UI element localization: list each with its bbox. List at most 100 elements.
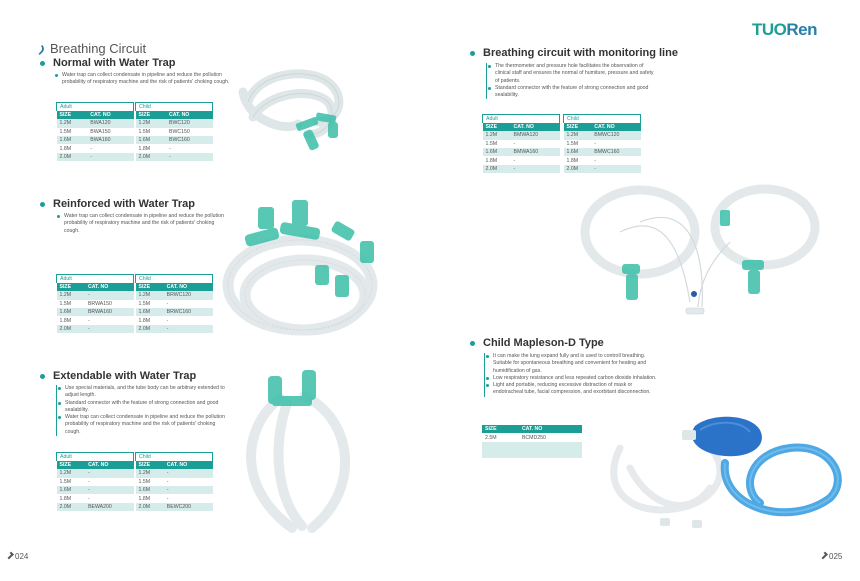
- cell-catno: -: [85, 477, 134, 487]
- table-caption: Child: [135, 451, 213, 461]
- cell-size: 1.8M: [482, 156, 511, 165]
- product-image-monitoring-circuit: [580, 184, 820, 315]
- table-row: [482, 441, 582, 458]
- column-header: CAT. NO: [163, 460, 213, 470]
- table-row: 1.6M-: [56, 486, 134, 495]
- cell-catno: BWA160: [87, 136, 134, 145]
- cell-size: 2.0M: [135, 502, 164, 512]
- cell-catno: -: [163, 486, 213, 495]
- brand-logo: TUORen: [752, 20, 818, 40]
- cell-size: 1.8M: [56, 316, 85, 325]
- bullet-dot-icon: [40, 201, 45, 207]
- cell-catno: BMWA120: [510, 131, 560, 140]
- bullet-item: Low respiratory resistance and less repe…: [485, 375, 660, 382]
- cell-size: 1.6M: [135, 136, 166, 145]
- bullet-item: Water trap can collect condensate in pip…: [57, 414, 232, 436]
- column-header: CAT. NO: [510, 122, 560, 132]
- cell-size: 2.0M: [56, 152, 88, 162]
- page-number-left: 024: [6, 551, 28, 561]
- cell-catno: -: [591, 156, 641, 165]
- cell-size: 1.8M: [56, 494, 86, 503]
- column-header: CAT. NO: [163, 282, 213, 292]
- section-bullets-mapleson: It can make the lung expand fully and is…: [484, 353, 660, 397]
- cell-size: 1.8M: [135, 494, 164, 503]
- section-title-text: Extendable with Water Trap: [53, 370, 197, 382]
- cell-size: 1.2M: [563, 131, 592, 140]
- table-row: 1.8M-: [135, 316, 213, 325]
- table-row: 1.8M-: [482, 156, 560, 165]
- cell-catno: BWA150: [87, 127, 134, 137]
- cell-catno: BMWC160: [591, 148, 641, 157]
- cell-catno: BRWA160: [84, 308, 134, 317]
- cell-size: 1.6M: [135, 308, 164, 317]
- table-row: 1.8M-: [56, 144, 134, 153]
- cell-size: 1.5M: [563, 139, 592, 149]
- cell-size: 1.5M: [135, 127, 166, 137]
- section-bullets-normal: Water trap can collect condensate in pip…: [54, 72, 232, 87]
- section-bullets-reinforced: Water trap can collect condensate in pip…: [56, 213, 228, 235]
- cell-size: 1.8M: [135, 144, 166, 153]
- cell-size: 2.5M: [482, 433, 519, 442]
- cell-size: 1.2M: [56, 291, 85, 300]
- bullet-item: Standard connector with the feature of s…: [57, 400, 232, 415]
- cell-size: 1.6M: [56, 308, 85, 317]
- cell-size: 1.2M: [135, 469, 164, 478]
- cell-catno: [518, 441, 582, 458]
- table-row: 1.8M-: [56, 316, 134, 325]
- cell-size: 1.5M: [135, 477, 164, 487]
- bullet-dot-icon: [470, 340, 475, 346]
- cell-catno: BRWC120: [163, 291, 213, 300]
- table-row: 1.5M-: [135, 477, 213, 487]
- cell-size: 1.5M: [482, 139, 511, 149]
- cell-size: 1.5M: [56, 477, 86, 487]
- section-title-mapleson: Child Mapleson-D Type: [470, 337, 604, 349]
- column-header: CAT. NO: [518, 425, 582, 434]
- product-image-extendable-circuit: [246, 370, 350, 533]
- table-caption: Child: [135, 273, 213, 283]
- cell-catno: -: [591, 139, 641, 149]
- column-header: SIZE: [56, 460, 86, 470]
- bullet-dot-icon: [40, 60, 45, 66]
- cell-catno: -: [85, 486, 134, 495]
- product-image-reinforced-circuit: [222, 200, 378, 336]
- table-row: 1.2M-: [135, 469, 213, 478]
- cell-catno: -: [163, 299, 213, 309]
- bullet-dot-icon: [40, 373, 45, 379]
- table-row: 1.2M-: [56, 291, 134, 300]
- cell-catno: BRWC160: [163, 308, 213, 317]
- bullet-dot-icon: [470, 50, 475, 56]
- table-row: 2.0M-: [135, 152, 213, 162]
- cell-catno: -: [163, 316, 213, 325]
- table-row: 2.0M-: [56, 324, 134, 334]
- cell-catno: -: [510, 156, 560, 165]
- cell-size: 2.0M: [56, 324, 85, 334]
- page-number-text: 025: [829, 552, 843, 561]
- bullet-item: The thermometer and pressure hole facili…: [487, 63, 656, 85]
- section-title-text: Breathing circuit with monitoring line: [483, 47, 678, 59]
- cell-catno: BMWC120: [591, 131, 641, 140]
- column-header: CAT. NO: [87, 110, 134, 120]
- column-header: CAT. NO: [85, 460, 134, 470]
- product-image-normal-circuit: [238, 69, 344, 151]
- cell-size: 1.2M: [56, 119, 88, 128]
- cell-catno: -: [163, 324, 213, 334]
- chevron-icon: [820, 551, 828, 560]
- table-row: 2.0M-: [482, 164, 560, 174]
- cell-catno: BWA120: [87, 119, 134, 128]
- cell-size: 1.2M: [135, 291, 164, 300]
- cell-size: 1.6M: [482, 148, 511, 157]
- column-header: SIZE: [56, 110, 88, 120]
- table-row: 1.8M-: [56, 494, 134, 503]
- column-header: SIZE: [482, 122, 511, 132]
